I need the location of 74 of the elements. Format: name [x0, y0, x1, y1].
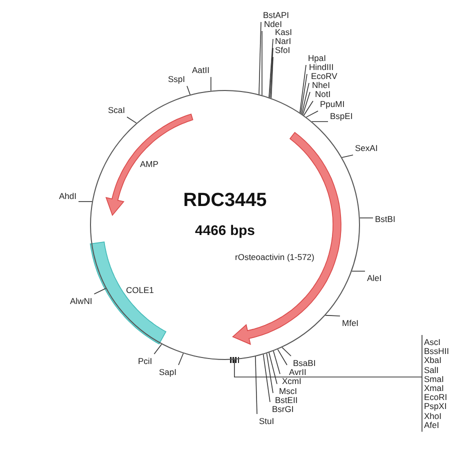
restriction-site-label: HindIII [309, 62, 334, 72]
restriction-site-label: AatII [192, 65, 210, 75]
leader-line [268, 38, 274, 98]
restriction-site-label: BstAPI [263, 10, 289, 20]
restriction-site-label: BsrGI [272, 404, 294, 414]
leader-line [255, 356, 258, 414]
restriction-site-label: NdeI [264, 19, 282, 29]
restriction-site-label: SalI [424, 364, 439, 375]
restriction-site-label: XmaI [424, 383, 444, 393]
restriction-site-label: SspI [168, 74, 186, 84]
restriction-site-label: AscI [424, 337, 441, 347]
restriction-site-label: AhdI [59, 191, 76, 201]
leader-line [186, 86, 190, 95]
leader-line [234, 334, 422, 432]
leader-line [302, 82, 310, 114]
feature-label: AMP [140, 159, 158, 169]
leader-line [262, 354, 270, 402]
leader-line [126, 116, 137, 124]
leader-line [342, 154, 354, 158]
restriction-site-label: BstEII [275, 395, 298, 405]
restriction-site-label: ScaI [108, 105, 126, 115]
leader-line [324, 314, 340, 316]
leader-line [258, 22, 262, 95]
restriction-site-label: PspXI [424, 401, 447, 412]
plasmid-size: 4466 bps [194, 222, 256, 238]
leader-line [210, 76, 212, 92]
restriction-site-label: NotI [315, 89, 331, 99]
restriction-site-label: EcoRI [424, 392, 448, 402]
restriction-site-label: BsaBI [293, 358, 316, 368]
restriction-site-label: PpuMI [320, 99, 345, 109]
leader-line [306, 110, 318, 118]
restriction-site-label: BstBI [375, 214, 396, 224]
leader-line [300, 74, 308, 114]
leader-line [303, 100, 314, 116]
leader-line [311, 121, 328, 122]
leader-line [178, 353, 184, 366]
leader-line [94, 288, 106, 294]
restriction-site-label: AvrII [289, 367, 306, 377]
leader-line [268, 352, 278, 384]
leader-line [266, 353, 274, 394]
leader-line [270, 56, 274, 98]
restriction-site-label: XcmI [282, 376, 302, 386]
restriction-site-label: SapI [159, 367, 176, 377]
leader-line [270, 48, 274, 98]
feature-label: COLE1 [126, 285, 154, 295]
restriction-site-label: MfeI [342, 318, 359, 328]
restriction-site-label: KasI [275, 27, 292, 37]
feature-label: rOsteoactivin (1-572) [235, 252, 314, 262]
leader-line [273, 350, 280, 374]
restriction-site-label: SmaI [424, 374, 444, 384]
leader-line [78, 201, 92, 202]
restriction-site-label: SfoI [275, 45, 290, 55]
restriction-site-label: PciI [138, 356, 152, 366]
leader-line [352, 270, 366, 272]
restriction-site-label: XbaI [424, 355, 442, 366]
restriction-site-label: XhoI [424, 410, 442, 421]
restriction-site-label: NheI [312, 80, 330, 90]
leader-line [302, 92, 310, 116]
restriction-site-label: AlwNI [70, 296, 92, 306]
restriction-site-label: AleI [367, 273, 382, 283]
restriction-site-label: EcoRV [311, 71, 338, 81]
restriction-site-label: BssHII [424, 346, 450, 356]
restriction-site-label: BspEI [330, 111, 353, 121]
plasmid-name: RDC3445 [182, 190, 268, 212]
leader-line [282, 347, 292, 356]
restriction-site-label: SexAI [355, 143, 378, 153]
leader-line [277, 348, 288, 366]
restriction-site-label: StuI [259, 416, 274, 426]
leader-line [300, 64, 306, 114]
leader-line [154, 344, 162, 354]
restriction-site-label: AfeI [424, 420, 440, 430]
restriction-site-label: HpaI [308, 53, 326, 63]
restriction-site-label: NarI [275, 36, 292, 46]
restriction-site-label: MscI [279, 386, 297, 396]
